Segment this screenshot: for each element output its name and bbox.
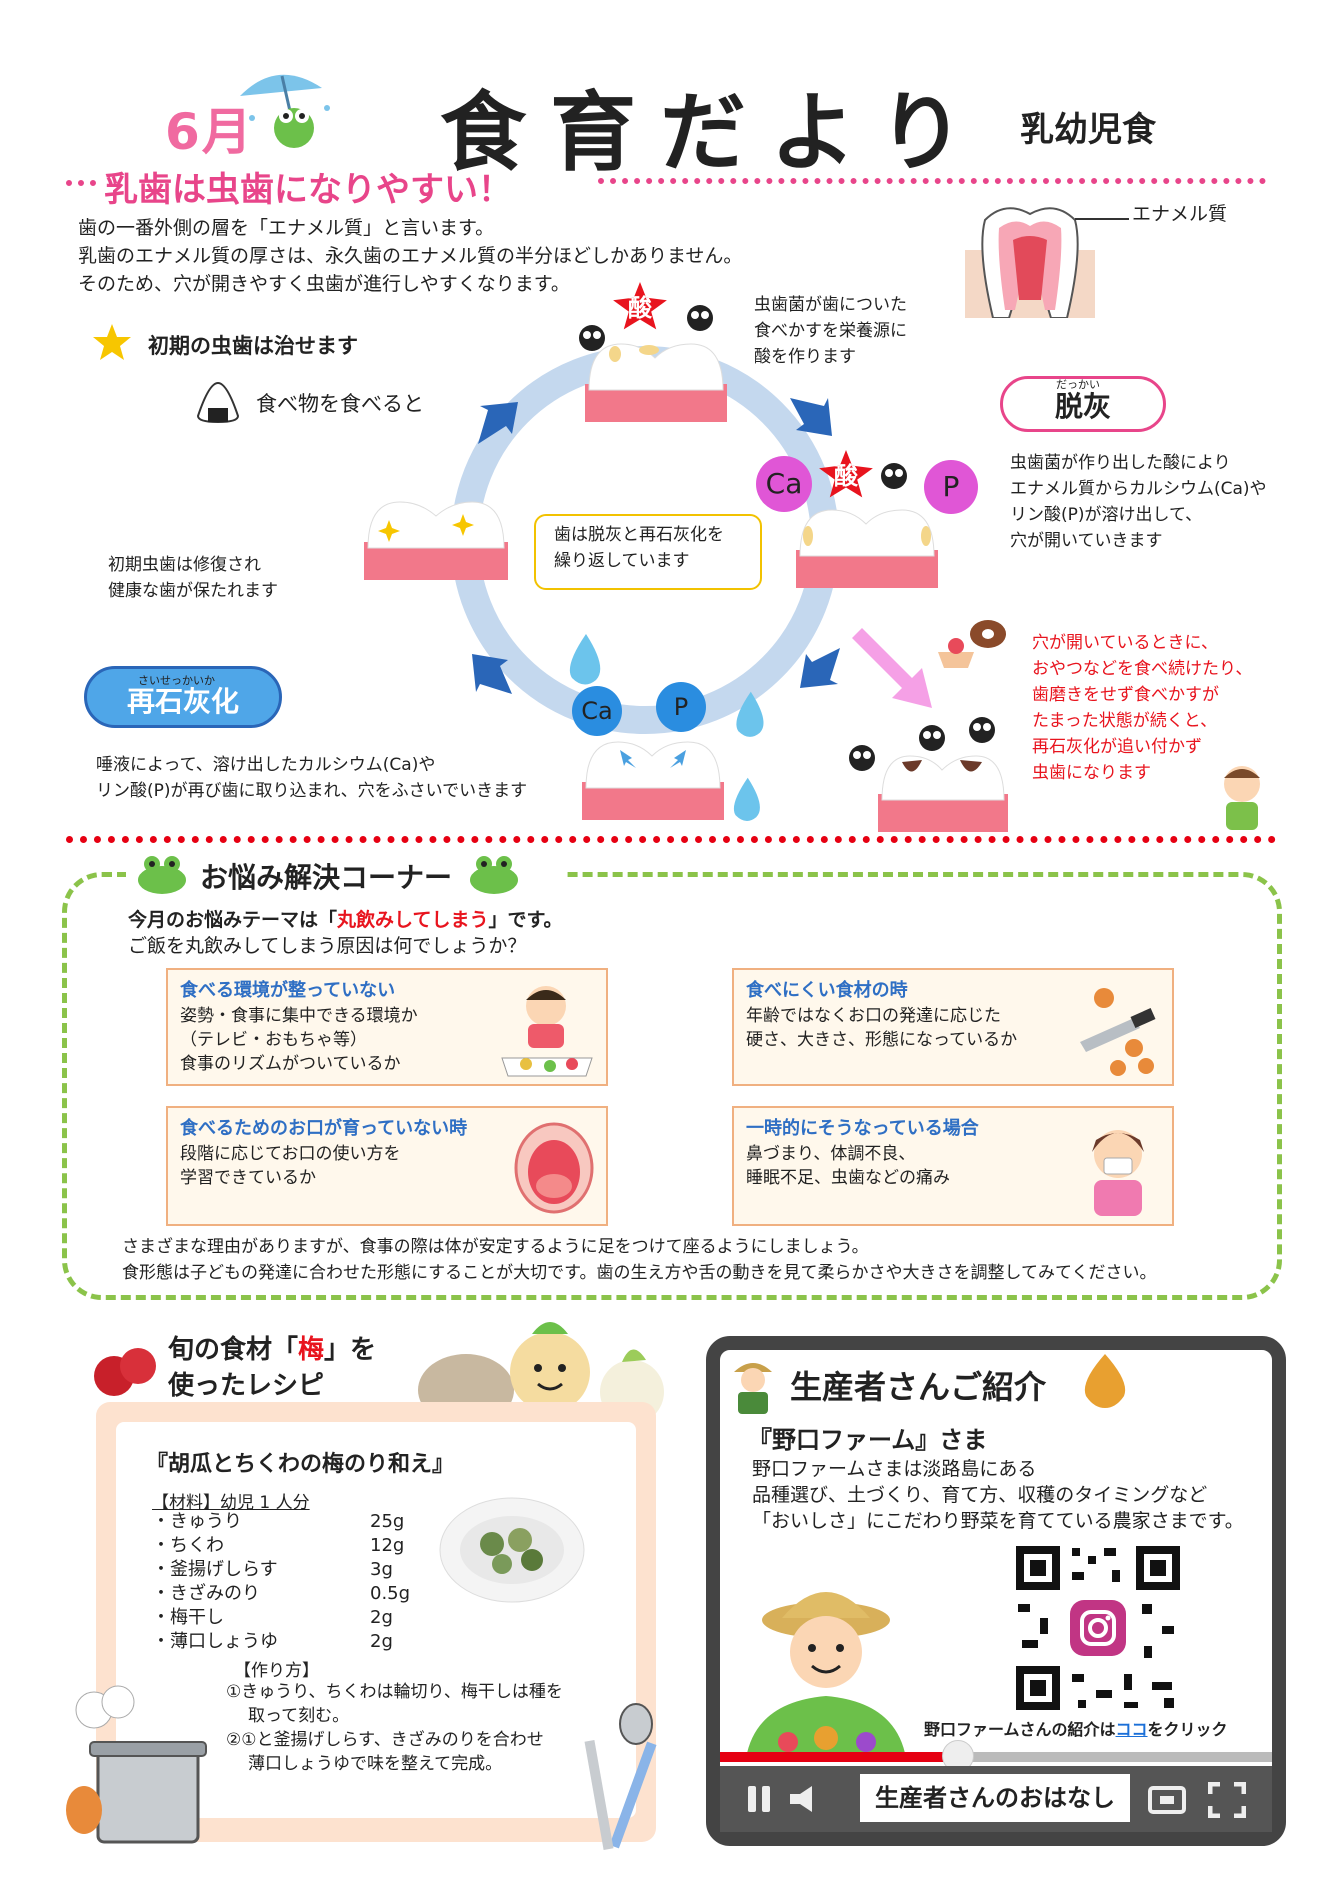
recipe-heading: 旬の食材「梅」を 使ったレシピ	[168, 1335, 377, 1401]
rice-ball-icon	[196, 381, 240, 424]
cause-card: 食べにくい食材の時 年齢ではなくお口の発達に応じた 硬さ、大きさ、形態になってい…	[732, 968, 1174, 1086]
phosphate-ion: P	[924, 460, 978, 514]
enamel-label: エナメル質	[1132, 203, 1228, 225]
intro-text: 歯の一番外側の層を「エナメル質」と言います。 乳歯のエナメル質の厚さは、永久歯の…	[78, 217, 743, 295]
bacteria-icon	[579, 325, 605, 351]
producer-heading: 生産者さんご紹介	[790, 1368, 1047, 1406]
cause-card: 食べる環境が整っていない 姿勢・食事に集中できる環境か （テレビ・おもちゃ等） …	[166, 968, 608, 1086]
cooking-pot-icon	[66, 1685, 207, 1844]
demineralization-note: 虫歯菌が作り出した酸により エナメル質からカルシウム(Ca)や リン酸(P)が溶…	[1010, 453, 1267, 551]
worry-question: ご飯を丸飲みしてしまう原因は何でしょうか？	[128, 935, 527, 957]
repair-note: 初期虫歯は修復され 健康な歯が保たれます	[108, 555, 278, 601]
producer-link-text[interactable]: 野口ファームさんの紹介はココをクリック	[924, 1720, 1228, 1739]
miniplayer-icon[interactable]	[1148, 1786, 1186, 1814]
remineralization-ruby: さいせっかいか	[138, 674, 215, 687]
demineralization-ruby: だっかい	[1056, 378, 1100, 391]
calcium-ion: Ca	[756, 456, 812, 512]
bacteria-icon	[849, 745, 875, 771]
worry-corner-frame	[62, 872, 1282, 1300]
materials-label: 【材料】幼児 1 人分	[152, 1493, 310, 1513]
saliva-drop-icon	[569, 634, 601, 685]
dotted-divider-left	[66, 180, 96, 186]
bacteria-icon	[919, 725, 945, 751]
decayed-tooth-icon	[878, 755, 1008, 832]
recipe-name: 『胡瓜とちくわの梅のり和え』	[146, 1452, 455, 1477]
bacteria-icon	[881, 463, 907, 489]
calcium-ion: Ca	[572, 686, 622, 736]
saliva-drop-icon	[736, 691, 764, 737]
frog-icon	[138, 856, 186, 894]
umbrella-icon	[240, 74, 330, 148]
farm-name: 『野口ファーム』さま	[748, 1426, 988, 1454]
sweets-icon	[938, 620, 1006, 668]
star-icon	[93, 324, 131, 360]
open-mouth-icon	[514, 1122, 594, 1214]
steps-label: 【作り方】	[234, 1661, 319, 1681]
cavity-warning-note: 穴が開いているときに、 おやつなどを食べ続けたり、 歯磨きをせず食べかすが たま…	[1032, 633, 1253, 783]
recipe-steps: ①きゅうり、ちくわは輪切り、梅干しは種を 取って刻む。 ②①と釜揚げしらす、きざ…	[226, 1682, 563, 1774]
remineralization-note: 唾液によって、溶け出したカルシウム(Ca)や リン酸(P)が再び歯に取り込まれ、…	[96, 755, 528, 801]
page-subtitle: 乳幼児食	[1020, 110, 1156, 150]
worry-footer: さまざまな理由がありますが、食事の際は体が安定するように足をつけて座るようにしま…	[122, 1237, 1157, 1283]
worry-corner-heading: お悩み解決コーナー	[200, 861, 453, 894]
producer-description: 野口ファームさまは淡路島にある 品種選び、土づくり、育て方、収穫のタイミングなど…	[752, 1458, 1244, 1532]
cause-card: 食べるためのお口が育っていない時 段階に応じてお口の使い方を 学習できているか	[166, 1106, 608, 1226]
knife-vegetables-icon	[1080, 988, 1156, 1076]
bacteria-icon	[687, 305, 713, 331]
umeboshi-icon	[94, 1348, 156, 1396]
video-title: 生産者さんのおはなし	[860, 1774, 1130, 1822]
bacteria-icon	[969, 717, 995, 743]
qr-code[interactable]	[1012, 1542, 1184, 1714]
farmer-icon	[734, 1363, 772, 1414]
cycle-center-note: 歯は脱灰と再石灰化を 繰り返しています	[534, 514, 762, 590]
volume-icon[interactable]	[788, 1784, 824, 1814]
fullscreen-icon[interactable]	[1208, 1782, 1246, 1818]
dish-photo	[439, 1497, 585, 1603]
remineralization-label: 再石灰化	[84, 666, 282, 728]
worry-theme: 今月のお悩みテーマは「丸飲みしてしまう」です。	[128, 909, 563, 931]
video-progress-track[interactable]	[720, 1752, 1272, 1762]
pause-icon[interactable]	[744, 1784, 774, 1814]
section-divider	[66, 836, 1276, 843]
tooth-icon	[796, 509, 938, 588]
saliva-drop-icon	[733, 777, 760, 822]
cycle-arrow-icon	[472, 654, 512, 694]
video-progress-fill	[720, 1752, 958, 1762]
tooth-icon	[582, 741, 724, 820]
tooth-icon	[585, 343, 727, 422]
onion-icon	[1084, 1354, 1126, 1408]
eating-label: 食べ物を食べると	[256, 392, 424, 416]
frog-icon	[470, 856, 518, 894]
early-cavity-title: 初期の虫歯は治せます	[148, 334, 358, 358]
demineralization-label: 脱灰	[1000, 376, 1166, 432]
progression-arrow-icon	[852, 628, 932, 708]
healthy-tooth-icon	[364, 501, 508, 580]
phosphate-ion: P	[656, 682, 706, 732]
cycle-arrow-icon	[800, 648, 840, 688]
farmer-character-icon	[746, 1592, 906, 1758]
cause-card: 一時的にそうなっている場合 鼻づまり、体調不良、 睡眠不足、虫歯などの痛み	[732, 1106, 1174, 1226]
enamel-leader-line	[1075, 218, 1129, 220]
dotted-divider-right	[598, 178, 1266, 184]
bacteria-note: 虫歯菌が歯についた 食べかすを栄養源に 酸を作ります	[754, 295, 907, 367]
here-link[interactable]: ココ	[1115, 1720, 1148, 1739]
child-toothache-icon	[1224, 766, 1260, 830]
cycle-arrow-icon	[790, 398, 832, 436]
utensils-icon	[584, 1703, 657, 1851]
month-badge: 6月	[165, 103, 254, 161]
page-title: 食育だより	[440, 83, 989, 183]
cycle-arrow-icon	[478, 402, 518, 444]
tooth-cross-section-icon	[965, 207, 1095, 318]
section-heading-baby-teeth: 乳歯は虫歯になりやすい！	[104, 170, 512, 210]
child-eating-icon	[501, 986, 593, 1077]
sick-child-icon	[1092, 1130, 1144, 1216]
